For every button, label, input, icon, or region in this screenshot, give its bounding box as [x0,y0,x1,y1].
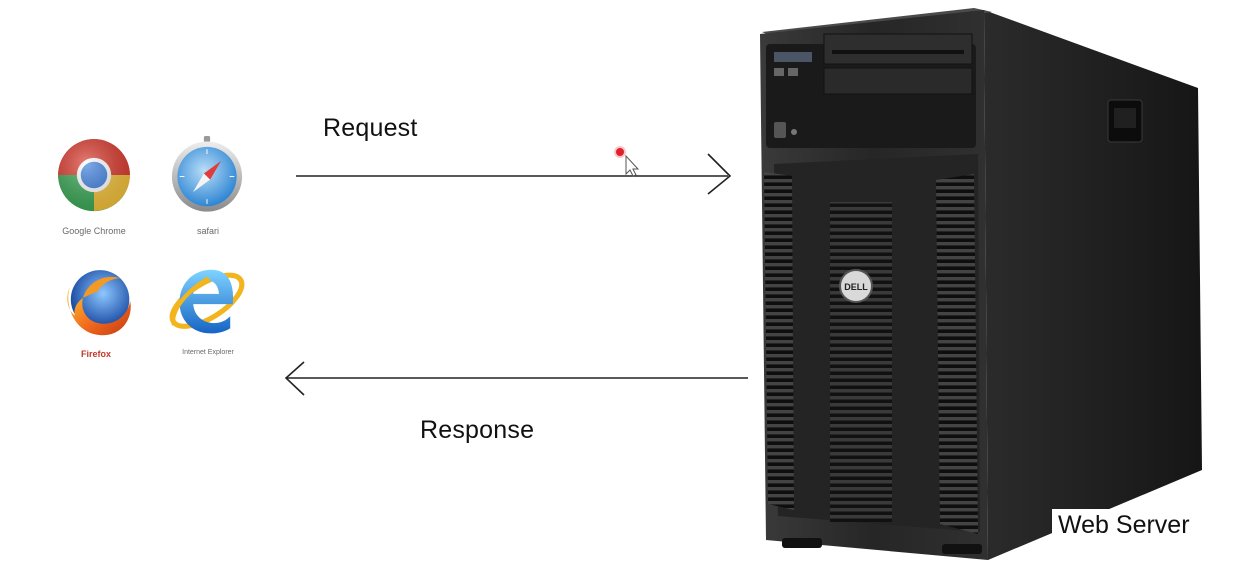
response-label: Response [420,416,535,444]
safari-icon [171,136,243,212]
chrome-label: Google Chrome [62,226,126,236]
cursor-icon [614,146,640,177]
request-label: Request [323,114,418,142]
dell-badge-text: DELL [844,282,868,292]
chrome-icon [58,139,130,212]
response-arrow [284,361,748,396]
internet-explorer-label: Internet Explorer [182,349,234,356]
web-server-illustration: DELL [760,8,1202,560]
firefox-icon [67,270,131,336]
internet-explorer-icon [169,269,245,334]
safari-label: safari [196,226,219,236]
request-arrow [296,153,732,195]
web-server-label: Web Server [1052,509,1196,542]
firefox-label: Firefox [80,349,111,359]
